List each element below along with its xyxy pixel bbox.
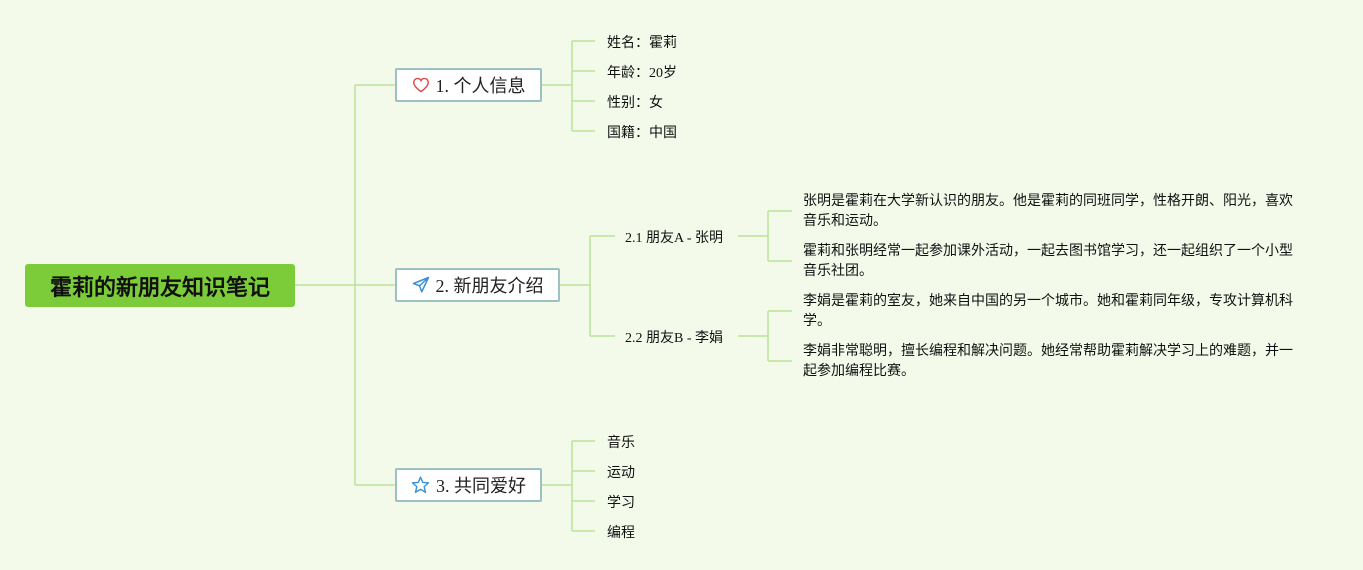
leaf-hobby-sports[interactable]: 运动 [607,466,635,481]
branch-new-friends[interactable]: 2. 新朋友介绍 [395,268,560,302]
detail-friend-b-skills[interactable]: 李娟非常聪明，擅长编程和解决问题。她经常帮助霍莉解决学习上的难题，并一起参加编程… [803,343,1293,379]
heart-icon [412,77,430,93]
branch-common-hobbies[interactable]: 3. 共同爱好 [395,468,542,502]
leaf-name[interactable]: 姓名：霍莉 [607,36,677,51]
detail-friend-a-intro[interactable]: 张明是霍莉在大学新认识的朋友。他是霍莉的同班同学，性格开朗、阳光，喜欢音乐和运动… [803,193,1293,229]
sub-topic-friend-b[interactable]: 2.2 朋友B - 李娟 [625,331,723,346]
leaf-hobby-study[interactable]: 学习 [607,496,635,511]
paper-plane-icon [412,276,430,294]
leaf-nationality[interactable]: 国籍：中国 [607,126,677,141]
detail-friend-b-intro[interactable]: 李娟是霍莉的室友，她来自中国的另一个城市。她和霍莉同年级，专攻计算机科学。 [803,293,1293,329]
branch-label: 3. 共同爱好 [436,476,526,496]
root-topic[interactable]: 霍莉的新朋友知识笔记 [25,264,295,307]
star-icon [411,476,430,494]
detail-friend-a-activities[interactable]: 霍莉和张明经常一起参加课外活动，一起去图书馆学习，还一起组织了一个小型音乐社团。 [803,243,1293,279]
leaf-age[interactable]: 年龄：20岁 [607,66,677,81]
branch-personal-info[interactable]: 1. 个人信息 [395,68,542,102]
branch-label: 2. 新朋友介绍 [435,276,544,296]
leaf-hobby-programming[interactable]: 编程 [607,526,635,541]
leaf-hobby-music[interactable]: 音乐 [607,436,635,451]
sub-topic-friend-a[interactable]: 2.1 朋友A - 张明 [625,231,723,246]
leaf-gender[interactable]: 性别：女 [607,96,663,111]
branch-label: 1. 个人信息 [435,76,526,96]
